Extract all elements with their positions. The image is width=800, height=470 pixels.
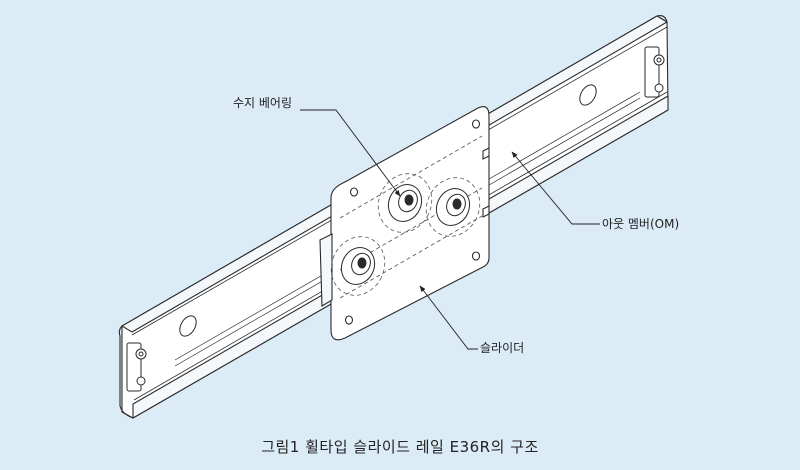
mounting-holes [179,84,597,337]
leader-lines [300,109,600,350]
rail-diagram [118,15,669,419]
stopper-right [644,46,665,98]
bearing-3 [340,247,376,285]
slider-plate [319,106,490,341]
label-slider: 슬라이더 [480,341,525,355]
stopper-left [126,342,147,392]
label-resin-bearing: 수지 베어링 [233,96,293,110]
label-outer-member: 아웃 멤버(OM) [602,217,680,231]
figure-caption: 그림1 휠타입 슬라이드 레일 E36R의 구조 [261,438,539,456]
resin-bearings [340,184,471,285]
bearing-2 [435,188,471,226]
